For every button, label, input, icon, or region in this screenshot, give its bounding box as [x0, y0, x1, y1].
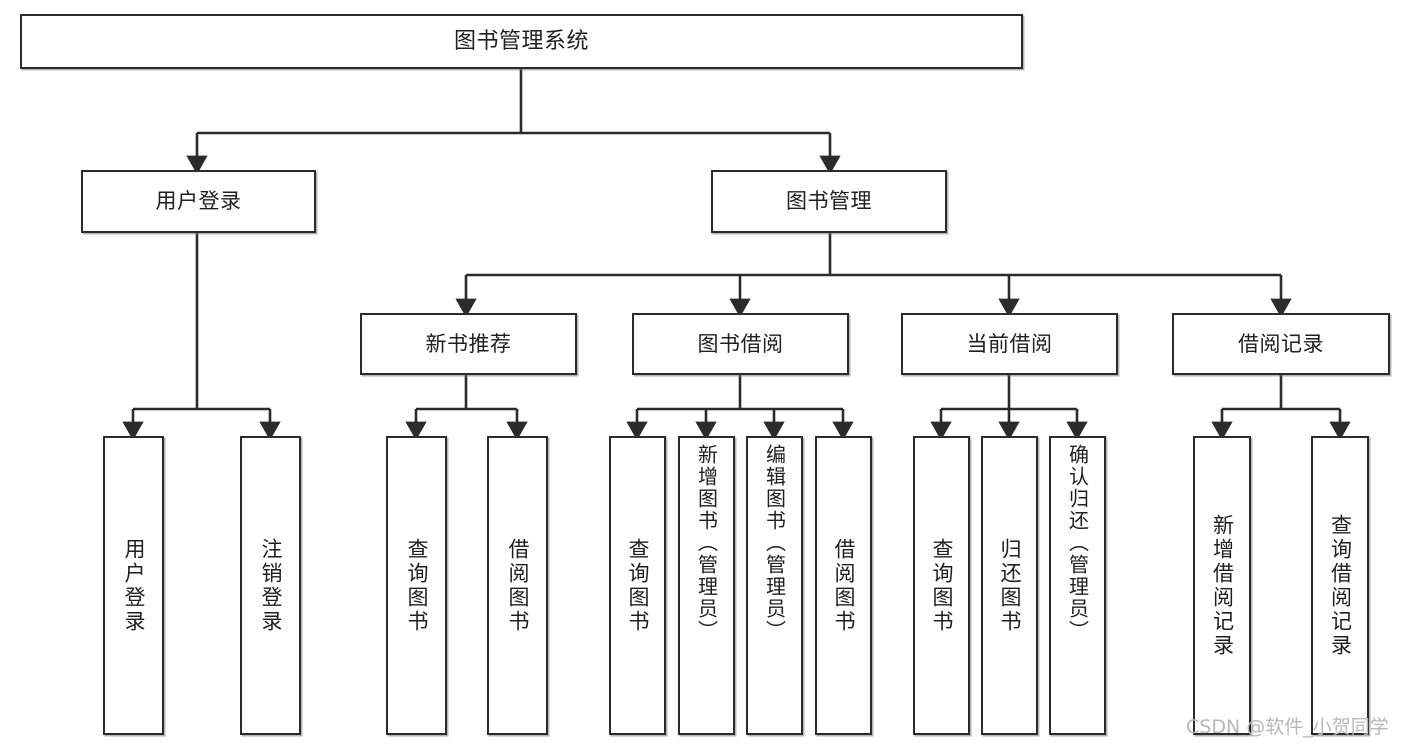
node-current-borrow[interactable]: 当前借阅: [901, 313, 1118, 375]
leaf-book-borrow-borrow-book-label: 借阅图书: [832, 537, 856, 634]
node-borrow-record[interactable]: 借阅记录: [1172, 313, 1390, 375]
leaf-current-borrow-query-book-label: 查询图书: [930, 537, 954, 634]
leaf-current-borrow-return-book[interactable]: 归还图书: [981, 436, 1038, 735]
node-borrow-record-label: 借阅记录: [1238, 331, 1324, 356]
leaf-borrow-record-add-record-label: 新增借阅记录: [1210, 513, 1235, 658]
leaf-book-borrow-edit-book[interactable]: 编辑图书（管理员）: [746, 436, 803, 735]
node-root-system-label: 图书管理系统: [453, 28, 589, 54]
csdn-watermark: CSDN @软件_小贺同学: [1186, 716, 1389, 738]
node-book-borrow-label: 图书借阅: [697, 331, 784, 356]
node-current-borrow-label: 当前借阅: [966, 331, 1053, 356]
leaf-borrow-record-query-record[interactable]: 查询借阅记录: [1311, 436, 1369, 735]
leaf-new-book-query-book-label: 查询图书: [405, 537, 429, 634]
node-user-login-label: 用户登录: [155, 189, 242, 214]
leaf-book-borrow-borrow-book[interactable]: 借阅图书: [815, 436, 872, 735]
node-book-management-label: 图书管理: [786, 189, 872, 214]
leaf-book-borrow-add-book-label: 新增图书（管理员）: [694, 444, 719, 642]
leaf-book-borrow-query-book[interactable]: 查询图书: [609, 436, 666, 735]
leaf-current-borrow-confirm-return-label: 确认归还（管理员）: [1065, 444, 1090, 642]
leaf-book-borrow-add-book[interactable]: 新增图书（管理员）: [678, 436, 735, 735]
leaf-book-borrow-query-book-label: 查询图书: [626, 537, 650, 634]
leaf-book-borrow-edit-book-label: 编辑图书（管理员）: [762, 444, 787, 642]
leaf-user-login-login[interactable]: 用户登录: [103, 436, 164, 735]
node-new-book-recommend-label: 新书推荐: [425, 331, 512, 356]
leaf-new-book-borrow-book[interactable]: 借阅图书: [487, 436, 548, 735]
leaf-new-book-borrow-book-label: 借阅图书: [506, 537, 530, 634]
leaf-new-book-query-book[interactable]: 查询图书: [386, 436, 447, 735]
leaf-user-login-login-label: 用户登录: [122, 537, 146, 634]
leaf-user-login-logout[interactable]: 注销登录: [240, 436, 301, 735]
leaf-borrow-record-add-record[interactable]: 新增借阅记录: [1193, 436, 1251, 735]
leaf-user-login-logout-label: 注销登录: [259, 537, 283, 634]
node-book-management[interactable]: 图书管理: [711, 170, 947, 233]
node-new-book-recommend[interactable]: 新书推荐: [360, 313, 577, 375]
node-book-borrow[interactable]: 图书借阅: [632, 313, 849, 375]
node-root-system[interactable]: 图书管理系统: [20, 14, 1023, 69]
leaf-current-borrow-confirm-return[interactable]: 确认归还（管理员）: [1049, 436, 1106, 735]
leaf-current-borrow-return-book-label: 归还图书: [998, 537, 1022, 634]
leaf-borrow-record-query-record-label: 查询借阅记录: [1328, 513, 1353, 658]
node-user-login[interactable]: 用户登录: [81, 170, 316, 233]
leaf-current-borrow-query-book[interactable]: 查询图书: [913, 436, 970, 735]
